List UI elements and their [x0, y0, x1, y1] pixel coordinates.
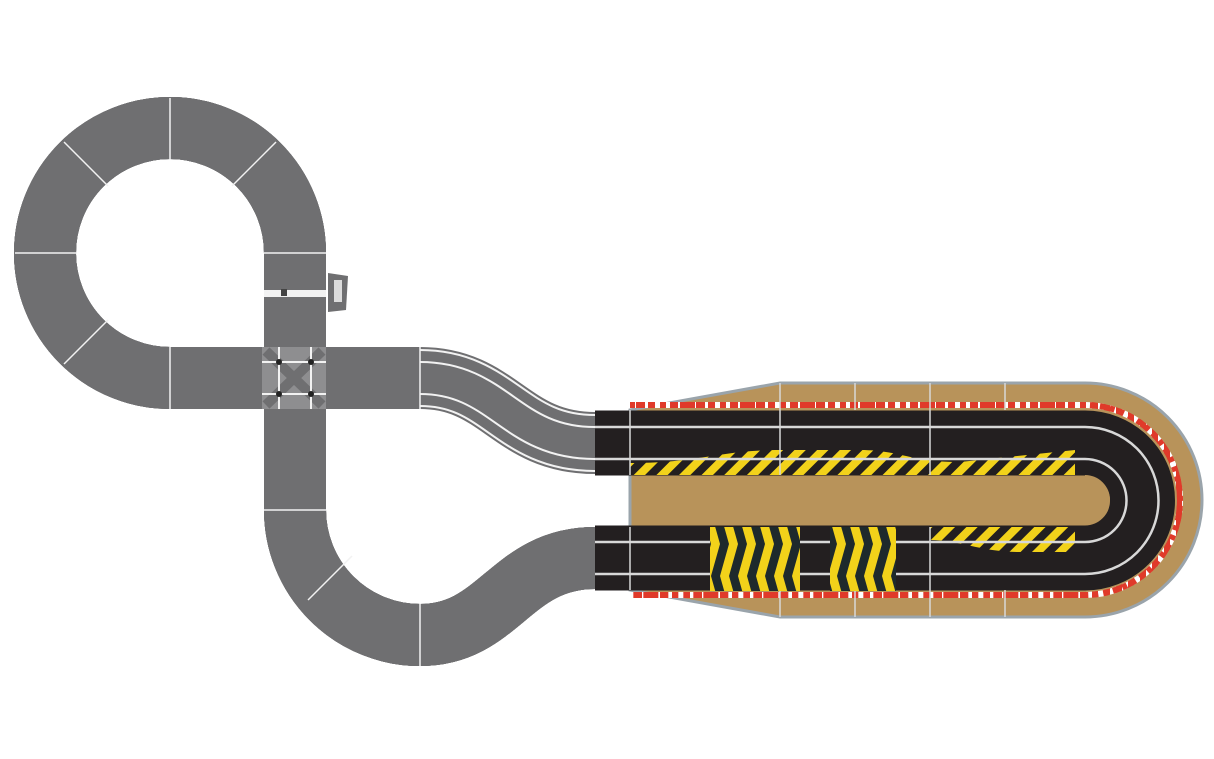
- track-joints: [15, 98, 421, 666]
- start-line: [264, 290, 326, 297]
- figure-eight-grey-track: [15, 98, 595, 667]
- start-finish-straight: [264, 289, 326, 297]
- chevron-block: [710, 527, 800, 591]
- inner-island: [1085, 475, 1110, 525]
- lane-change-bottom: [930, 527, 1075, 552]
- lap-counter: [328, 273, 348, 312]
- crossover: [262, 347, 326, 409]
- chicane-chevron-blocks: [710, 527, 896, 591]
- lane-change-top: [630, 450, 1075, 475]
- chevron-block: [830, 527, 896, 591]
- hairpin-black-track: [595, 381, 1204, 619]
